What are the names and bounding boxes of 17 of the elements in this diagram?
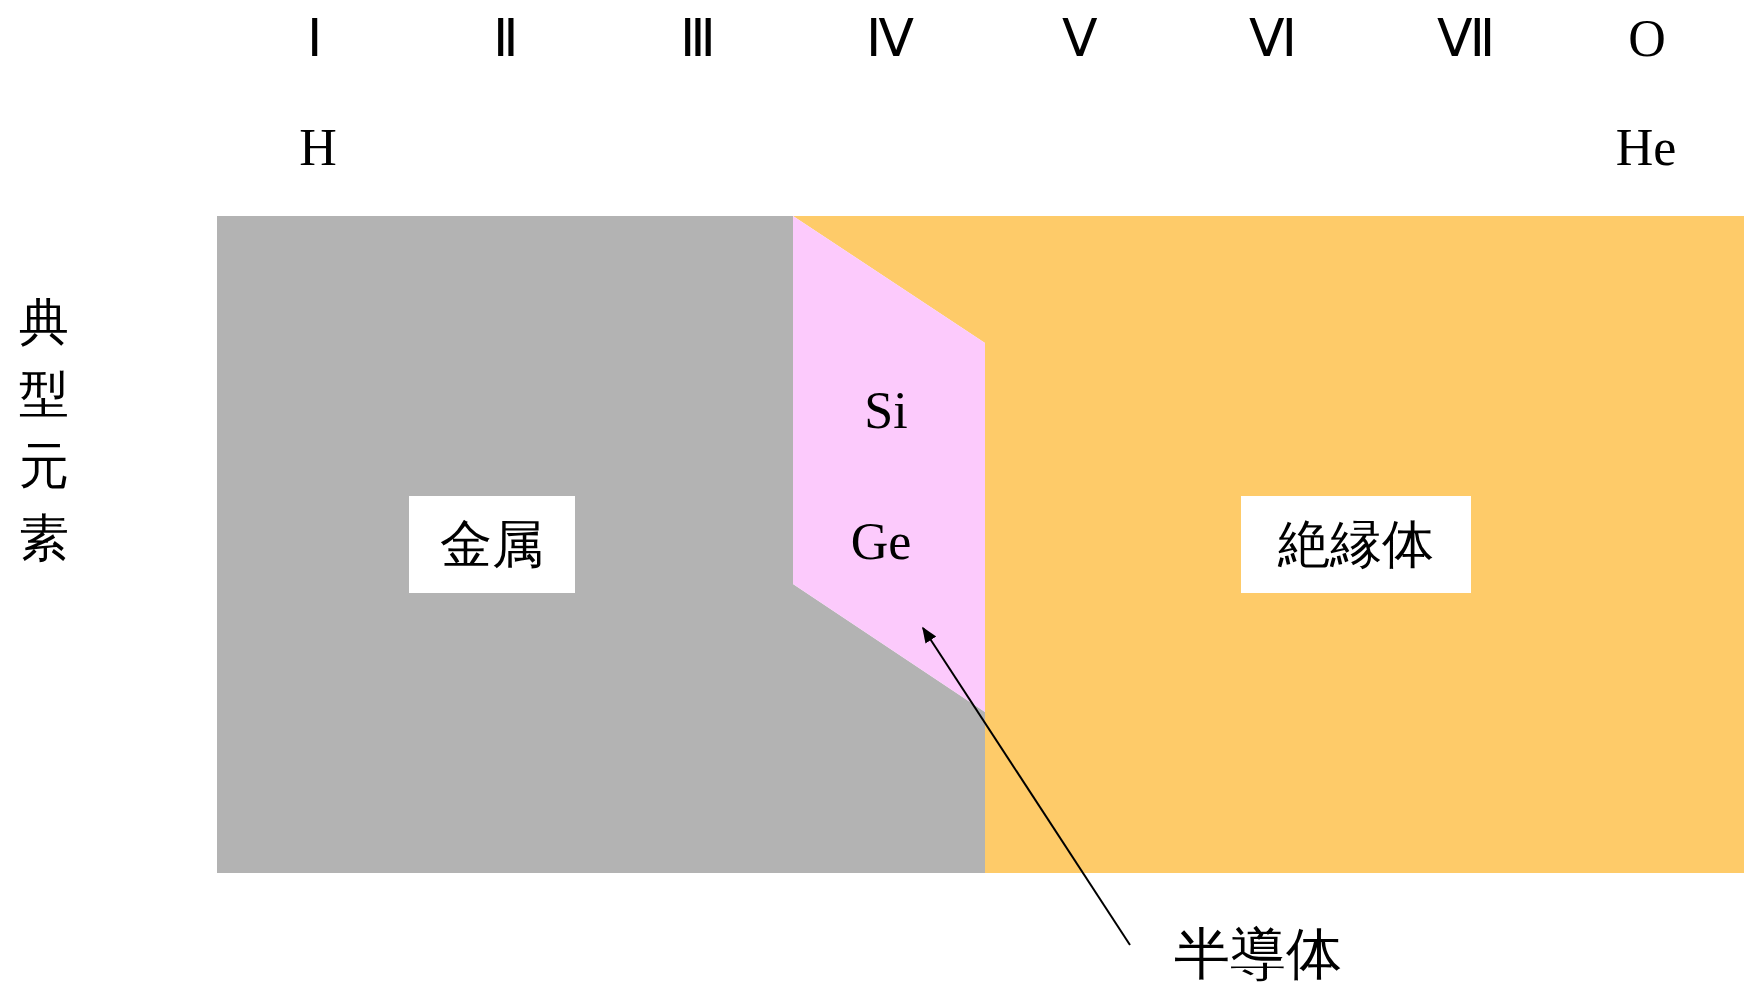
element-symbol: He [1615, 122, 1677, 174]
group-number: O [1628, 13, 1666, 65]
element-symbol: Si [864, 385, 908, 437]
group-number: Ⅱ [493, 13, 519, 65]
group-number: Ⅲ [680, 13, 716, 65]
element-symbol: H [299, 122, 337, 174]
callout-label: 半導体 [1174, 926, 1342, 982]
element-symbol: Ge [850, 516, 912, 568]
leader-line [922, 626, 1131, 946]
group-number: Ⅰ [306, 13, 322, 65]
group-number: Ⅳ [866, 13, 914, 65]
region-label: 金属 [409, 496, 575, 593]
group-number: Ⅶ [1437, 13, 1495, 65]
region-label: 絶縁体 [1241, 496, 1471, 593]
axis-label: 典型元素 [18, 292, 70, 569]
group-number: Ⅵ [1249, 13, 1297, 65]
group-number: Ⅴ [1062, 13, 1098, 65]
